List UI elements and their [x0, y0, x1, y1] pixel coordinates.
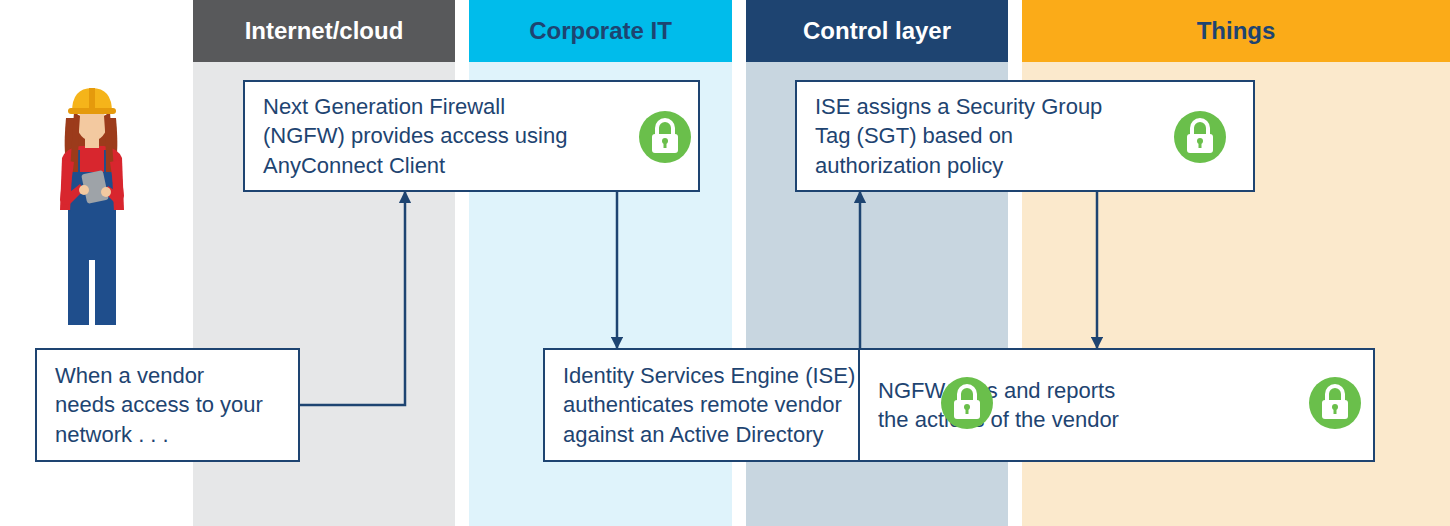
- box-text: NGFW sees and reports the actions of the…: [878, 376, 1126, 435]
- lock-icon: [639, 111, 691, 163]
- box-text: Identity Services Engine (ISE) authentic…: [563, 361, 908, 449]
- flow-arrow: [616, 192, 619, 348]
- box-text: When a vendor needs access to your netwo…: [55, 361, 265, 449]
- box-text: ISE assigns a Security Group Tag (SGT) b…: [815, 92, 1143, 180]
- vendor-figure: [60, 88, 124, 325]
- column-header: Corporate IT: [469, 0, 732, 62]
- box-text: Next Generation Firewall (NGFW) provides…: [263, 92, 575, 180]
- lock-icon: [941, 377, 993, 429]
- header-text: Corporate IT: [529, 17, 672, 45]
- header-text: Things: [1197, 17, 1276, 45]
- process-box: ISE assigns a Security Group Tag (SGT) b…: [795, 80, 1255, 192]
- flow-arrow: [859, 192, 862, 348]
- flow-arrow: [300, 192, 405, 405]
- flow-arrow: [1096, 192, 1099, 348]
- process-box: When a vendor needs access to your netwo…: [35, 348, 300, 462]
- lock-icon: [1309, 377, 1361, 429]
- lock-icon: [1174, 111, 1226, 163]
- header-text: Control layer: [803, 17, 951, 45]
- process-box: NGFW sees and reports the actions of the…: [858, 348, 1375, 462]
- header-text: Internet/cloud: [245, 17, 404, 45]
- column-header: Things: [1022, 0, 1450, 62]
- process-box: Next Generation Firewall (NGFW) provides…: [243, 80, 700, 192]
- column-header: Internet/cloud: [193, 0, 455, 62]
- column-header: Control layer: [746, 0, 1008, 62]
